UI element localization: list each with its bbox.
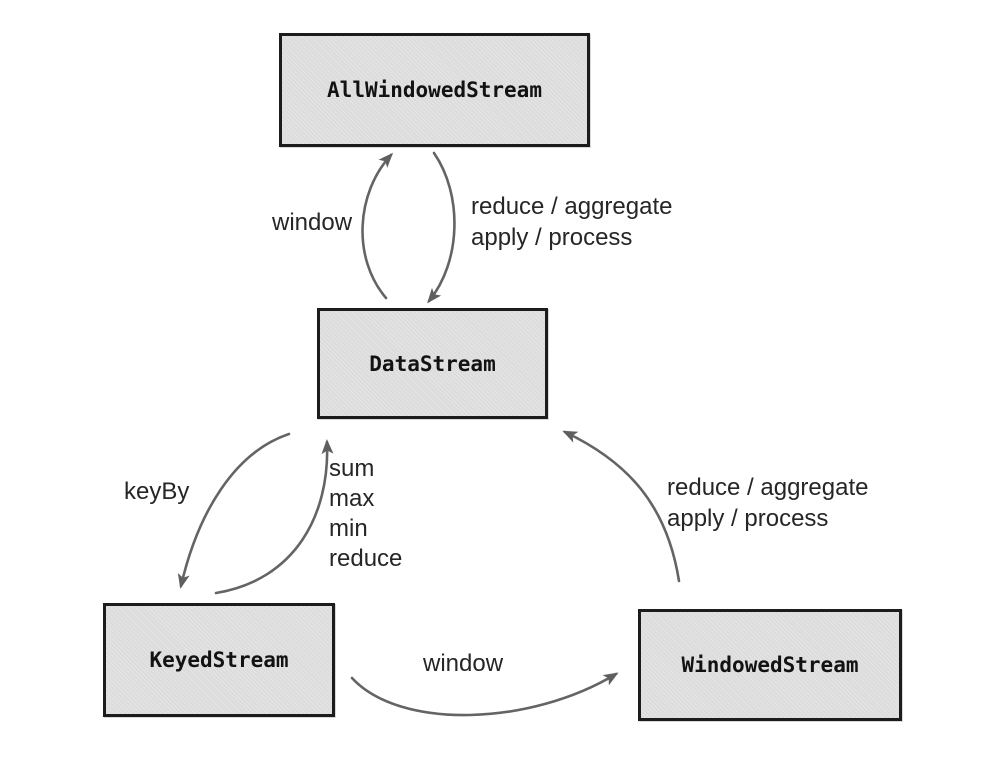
node-keyedstream: KeyedStream — [103, 603, 335, 717]
edge-datastream-to-keyedstream — [177, 432, 291, 589]
edge-label-reduce-aggregate-right: reduce / aggregate apply / process — [667, 474, 869, 532]
node-datastream: DataStream — [317, 308, 548, 419]
node-keyedstream-label: KeyedStream — [149, 648, 289, 672]
edge-allwindowedstream-to-datastream — [427, 151, 456, 304]
edge-label-sum-max-min-reduce: sum max min reduce — [329, 455, 403, 572]
node-allwindowedstream: AllWindowedStream — [279, 33, 590, 147]
node-allwindowedstream-label: AllWindowedStream — [327, 78, 542, 102]
edge-label-window-up: window — [272, 209, 353, 236]
edge-label-window-bottom: window — [423, 650, 504, 677]
node-datastream-label: DataStream — [369, 351, 496, 376]
edge-keyedstream-to-datastream — [214, 439, 334, 595]
edge-datastream-to-allwindowedstream — [361, 152, 394, 300]
edge-windowedstream-to-datastream — [562, 430, 681, 583]
edge-label-reduce-aggregate-top: reduce / aggregate apply / process — [471, 193, 673, 251]
edge-label-keyby: keyBy — [124, 478, 190, 505]
node-windowedstream-label: WindowedStream — [681, 653, 859, 677]
node-windowedstream: WindowedStream — [638, 609, 902, 721]
edge-keyedstream-to-windowedstream — [350, 672, 619, 717]
